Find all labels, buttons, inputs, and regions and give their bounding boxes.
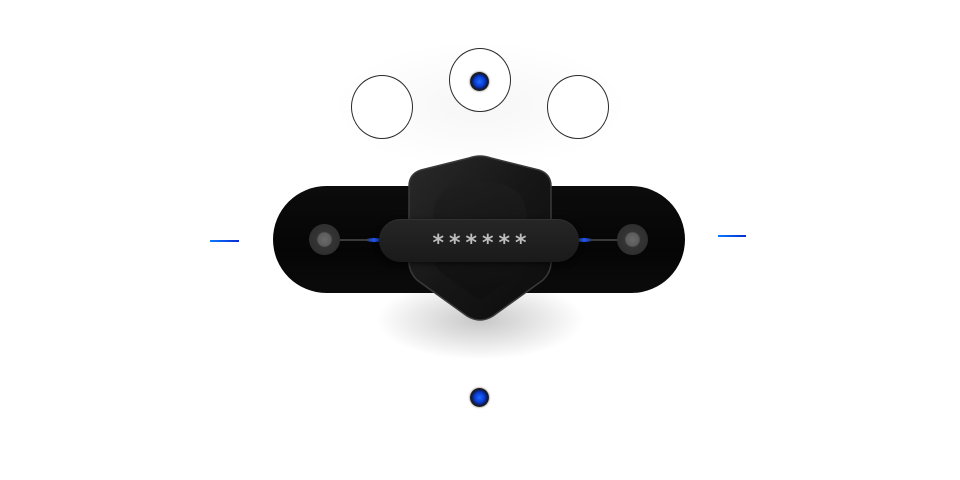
password-value: ****** — [432, 231, 532, 256]
right-knob-icon[interactable] — [617, 224, 648, 255]
password-field[interactable]: ****** — [379, 219, 579, 262]
left-wire-glow — [366, 238, 382, 242]
right-wire-glow — [576, 238, 592, 242]
right-wire — [576, 239, 622, 241]
right-accent-line — [718, 235, 746, 237]
option-circle-left[interactable] — [351, 75, 413, 139]
left-accent-line — [210, 240, 239, 242]
blue-led-icon — [470, 72, 489, 91]
option-circle-right[interactable] — [547, 75, 609, 139]
blue-led-icon — [470, 388, 489, 407]
left-knob-icon[interactable] — [309, 224, 340, 255]
